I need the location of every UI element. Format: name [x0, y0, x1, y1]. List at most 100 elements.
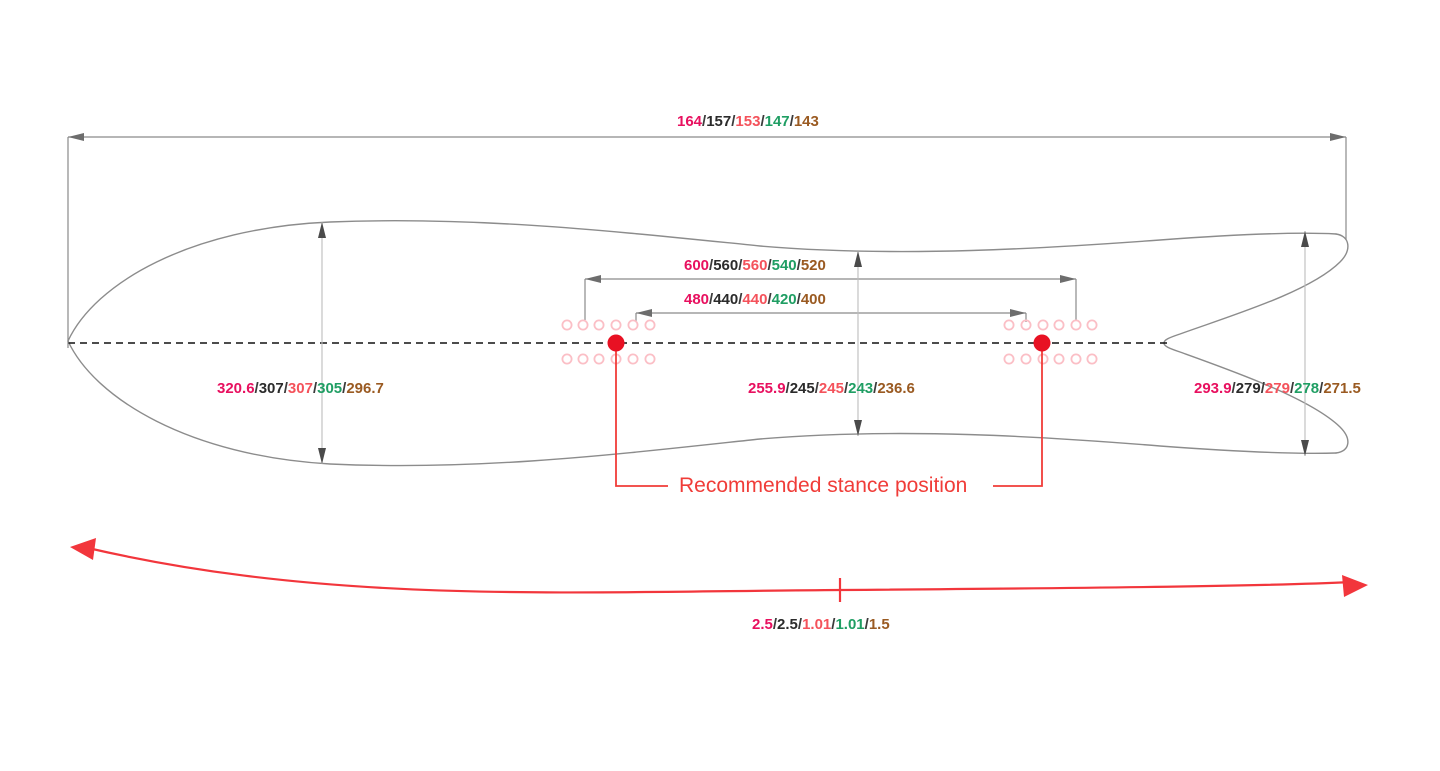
insert-hole — [1020, 319, 1032, 331]
min-stance-value-3: 440 — [742, 291, 768, 308]
overall-length-arrow-left-icon — [68, 133, 84, 141]
camber-value-3: 1.01 — [802, 616, 832, 633]
overall-length-value-1: 164 — [677, 113, 703, 130]
min-stance-arrow-right-icon — [1010, 309, 1026, 317]
insert-hole — [561, 353, 573, 365]
separator: / — [843, 380, 849, 397]
insert-hole — [1086, 319, 1098, 331]
min-stance-value-1: 480 — [684, 291, 710, 308]
insert-hole — [1003, 353, 1015, 365]
insert-hole — [610, 319, 622, 331]
tail-width-value-1: 293.9 — [1194, 380, 1232, 397]
rear-insert-group — [1003, 319, 1098, 365]
max-stance-dimension — [584, 278, 1077, 320]
nose-width-value-5: 296.7 — [346, 380, 384, 397]
separator: / — [342, 380, 347, 397]
waist-width-value-4: 243 — [848, 380, 874, 397]
separator: / — [864, 616, 869, 633]
waist-width-arrow-top-icon — [854, 251, 862, 267]
recommended-stance-position-label: Recommended stance position — [679, 474, 968, 497]
min-stance-value-5: 400 — [800, 291, 826, 308]
insert-hole — [644, 319, 656, 331]
max-stance-arrow-right-icon — [1060, 275, 1076, 283]
overall-length-value-5: 143 — [793, 113, 819, 130]
nose-width-value-1: 320.6 — [217, 380, 255, 397]
insert-hole — [1070, 353, 1082, 365]
separator: / — [738, 257, 743, 274]
tail-width-value-2: 279 — [1235, 380, 1261, 397]
separator: / — [789, 113, 794, 130]
max-stance-width-label: 600/560/560/540/520 — [684, 258, 826, 273]
nose-width-arrow-bottom-icon — [318, 448, 326, 464]
max-stance-value-2: 560 — [713, 257, 739, 274]
insert-hole — [1053, 319, 1065, 331]
waist-width-value-1: 255.9 — [748, 380, 786, 397]
overall-length-value-2: 157 — [706, 113, 732, 130]
insert-hole — [577, 319, 589, 331]
tail-width-arrow-top-icon — [1301, 231, 1309, 247]
swallowtail-notch — [1163, 233, 1349, 454]
separator: / — [785, 380, 790, 397]
waist-width-arrow-bottom-icon — [854, 420, 862, 436]
separator: / — [738, 291, 743, 308]
insert-hole — [593, 319, 605, 331]
board-bottom-edge — [67, 340, 1337, 467]
max-stance-arrow-left-icon — [585, 275, 601, 283]
separator: / — [254, 380, 259, 397]
front-stance-marker[interactable] — [607, 334, 625, 352]
rear-stance-leader — [993, 343, 1043, 487]
insert-hole — [627, 353, 639, 365]
waist-width-value-3: 245 — [818, 380, 844, 397]
waist-width-value-2: 245 — [789, 380, 815, 397]
min-stance-value-2: 440 — [713, 291, 739, 308]
camber-value-2: 2.5 — [777, 616, 798, 633]
insert-hole — [1053, 353, 1065, 365]
nose-width-value-2: 307 — [258, 380, 284, 397]
separator: / — [767, 257, 772, 274]
max-stance-value-1: 600 — [684, 257, 710, 274]
insert-hole — [627, 319, 639, 331]
waist-width-value-5: 236.6 — [877, 380, 915, 397]
separator: / — [709, 291, 714, 308]
separator: / — [1289, 380, 1295, 397]
separator: / — [283, 380, 288, 397]
separator: / — [797, 616, 803, 633]
separator: / — [772, 616, 778, 633]
min-stance-arrow-left-icon — [636, 309, 652, 317]
tail-width-label: 293.9/279/279/278/271.5 — [1194, 381, 1361, 396]
tail-width-value-3: 279 — [1264, 380, 1290, 397]
separator: / — [796, 291, 801, 308]
insert-hole — [1003, 319, 1015, 331]
separator: / — [1231, 380, 1236, 397]
separator: / — [831, 616, 836, 633]
separator: / — [312, 380, 318, 397]
nose-width-value-3: 307 — [287, 380, 313, 397]
separator: / — [796, 257, 801, 274]
separator: / — [1319, 380, 1324, 397]
camber-value-5: 1.5 — [868, 616, 890, 633]
rear-stance-marker[interactable] — [1033, 334, 1051, 352]
tail-width-arrow-bottom-icon — [1301, 440, 1309, 456]
separator: / — [1260, 380, 1265, 397]
insert-hole — [1070, 319, 1082, 331]
insert-hole — [1037, 353, 1049, 365]
camber-arrow-right-icon — [1342, 575, 1368, 597]
overall-length-label: 164/157/153/147/143 — [677, 114, 819, 129]
tail-width-value-4: 278 — [1294, 380, 1320, 397]
waist-width-label: 255.9/245/245/243/236.6 — [748, 381, 915, 396]
camber-value-1: 2.5 — [752, 616, 773, 633]
max-stance-value-4: 540 — [771, 257, 797, 274]
min-stance-width-label: 480/440/440/420/400 — [684, 292, 826, 307]
separator: / — [814, 380, 819, 397]
camber-arrow-left-icon — [70, 538, 96, 560]
overall-length-value-4: 147 — [764, 113, 790, 130]
camber-height-label: 2.5/2.5/1.01/1.01/1.5 — [752, 617, 890, 632]
stance-leaders — [615, 343, 1043, 487]
insert-hole — [1020, 353, 1032, 365]
nose-width-value-4: 305 — [317, 380, 343, 397]
overall-length-dimension — [67, 136, 1347, 348]
tail-width-value-5: 271.5 — [1323, 380, 1361, 397]
insert-hole — [593, 353, 605, 365]
front-stance-leader — [615, 343, 668, 487]
